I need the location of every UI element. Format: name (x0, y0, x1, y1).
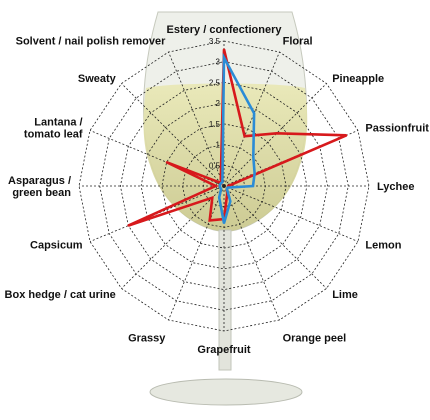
series-2-point (220, 182, 223, 185)
grid-spoke (121, 83, 225, 187)
glass-stem (218, 229, 232, 371)
series-2-point (219, 186, 222, 189)
axis-label: Solvent / nail polish remover (16, 36, 166, 48)
grid-spoke (223, 185, 327, 289)
axis-label: Lantana /tomato leaf (24, 116, 83, 140)
axis-label: Lychee (377, 181, 415, 193)
axis-label: Grassy (128, 332, 166, 344)
series-1-point (345, 134, 348, 137)
series-2-point (223, 56, 225, 59)
axis-label: Box hedge / cat urine (5, 289, 116, 301)
grid-ring (99, 61, 349, 311)
radar-axis-labels: Estery / confectioneryFloralPineapplePas… (5, 24, 430, 356)
grid-spoke (223, 51, 280, 187)
tick-label: 1.5 (209, 120, 221, 129)
series-2-point (220, 188, 223, 190)
tick-label: 3.5 (209, 37, 221, 46)
axis-label: Estery / confectionery (167, 24, 283, 36)
series-2-point (221, 181, 224, 184)
axis-label: Sweaty (78, 73, 117, 85)
series-2-point (226, 188, 228, 190)
glass-foot (149, 378, 303, 406)
grid-spoke (223, 185, 359, 242)
axis-label: Pineapple (332, 73, 384, 85)
tick-label: 0.5 (209, 161, 221, 170)
grid-spoke (223, 83, 327, 187)
series-2-point (223, 222, 225, 225)
tick-label: 3 (216, 58, 221, 67)
axis-label: Passionfruit (365, 122, 429, 134)
axis-label: Orange peel (283, 332, 347, 344)
tick-label: 0 (216, 182, 221, 191)
grid-spoke (168, 185, 225, 321)
series-2-point (218, 196, 221, 199)
axis-label: Asparagus /green bean (8, 175, 71, 199)
series-2-point (252, 185, 254, 187)
axis-label: Lime (332, 289, 358, 301)
grid-ring (161, 123, 287, 249)
series-2-point (253, 112, 256, 115)
tick-label: 2.5 (209, 78, 221, 87)
grid-spoke (168, 51, 225, 187)
radar-series (127, 48, 348, 227)
series-2-point (229, 200, 232, 203)
tick-label: 2 (216, 99, 221, 108)
series-1-point (243, 135, 246, 138)
series-2-point (252, 155, 255, 158)
grid-spoke (121, 185, 225, 289)
axis-label: Capsicum (30, 240, 83, 252)
series-1-point (275, 132, 278, 135)
series-1-point (223, 48, 225, 51)
series-2-point (253, 172, 256, 175)
grid-spoke (223, 185, 280, 321)
series-1-point (208, 219, 211, 222)
tick-label: 1 (216, 141, 221, 150)
series-2-point (219, 183, 222, 186)
series-2-point (219, 185, 221, 187)
axis-label: Lemon (365, 240, 401, 252)
axis-label: Grapefruit (197, 344, 251, 356)
series-1-point (214, 185, 217, 187)
series-1-point (165, 161, 168, 164)
series-1-point (127, 224, 130, 227)
radar-tick-labels: 0 0.5 1 1.5 2 2.5 3 3.5 (209, 37, 221, 191)
axis-label: Floral (283, 36, 313, 48)
series-2-point (226, 186, 229, 189)
series-1-point (211, 196, 214, 199)
